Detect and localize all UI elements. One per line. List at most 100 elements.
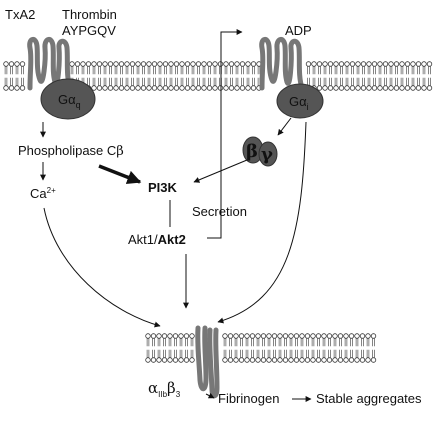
lipid-head bbox=[173, 85, 180, 91]
lipid-tail bbox=[213, 66, 217, 75]
lipid-tail bbox=[329, 77, 332, 86]
lipid-head bbox=[245, 61, 251, 67]
lipid-head bbox=[146, 85, 152, 91]
lipid-tail bbox=[300, 349, 304, 358]
lipid-head bbox=[145, 357, 151, 363]
lipid-head bbox=[244, 333, 250, 339]
lipid-head bbox=[355, 61, 361, 67]
lipid-head bbox=[310, 333, 316, 339]
integrin-beta-sub: 3 bbox=[176, 390, 181, 399]
lipid-head bbox=[239, 85, 246, 91]
lipid-head bbox=[238, 333, 245, 339]
lipid-head bbox=[377, 85, 383, 91]
lipid-tail bbox=[422, 77, 426, 86]
lipid-head bbox=[124, 61, 130, 67]
lipid-head bbox=[212, 85, 218, 91]
lipid-head bbox=[157, 61, 163, 67]
thrombin-label: Thrombin bbox=[62, 7, 117, 22]
lipid-tail bbox=[21, 77, 24, 86]
lipid-head bbox=[227, 333, 234, 339]
lipid-head bbox=[415, 85, 422, 91]
lipid-head bbox=[321, 333, 327, 339]
gi-receptor-icon bbox=[259, 37, 305, 91]
lipid-head bbox=[124, 85, 130, 91]
lipid-head bbox=[227, 357, 234, 363]
lipid-tail bbox=[361, 338, 364, 347]
gamma-subunit-icon bbox=[258, 141, 278, 167]
lipid-tail bbox=[136, 66, 140, 75]
lipid-tail bbox=[103, 77, 107, 86]
lipid-tail bbox=[334, 66, 338, 75]
lipid-tail bbox=[109, 66, 112, 75]
lipid-head bbox=[310, 357, 316, 363]
fibrinogen-label: Fibrinogen bbox=[218, 391, 279, 406]
lipid-head bbox=[282, 357, 289, 363]
lipid-head bbox=[195, 85, 202, 91]
lipid-tail bbox=[142, 66, 145, 75]
lipid-tail bbox=[190, 338, 194, 347]
lipid-tail bbox=[378, 66, 382, 75]
lipid-tail bbox=[367, 66, 371, 75]
lipid-head bbox=[172, 357, 179, 363]
lipid-head bbox=[223, 85, 229, 91]
lipid-head bbox=[421, 85, 427, 91]
lipid-head bbox=[151, 61, 158, 67]
lipid-tail bbox=[98, 77, 101, 86]
lipid-tail bbox=[186, 77, 189, 86]
arrow-plc-to-pi3k bbox=[98, 164, 142, 184]
lipid-tail bbox=[224, 66, 228, 75]
lipid-head bbox=[321, 357, 327, 363]
lipid-head bbox=[255, 333, 261, 339]
lipid-head bbox=[140, 85, 147, 91]
lipid-head bbox=[299, 333, 305, 339]
lipid-head bbox=[332, 333, 338, 339]
lipid-head bbox=[304, 333, 311, 339]
lipid-head bbox=[360, 85, 367, 91]
lipid-head bbox=[162, 85, 169, 91]
lipid-tail bbox=[300, 338, 304, 347]
lipid-head bbox=[344, 61, 350, 67]
lipid-tail bbox=[351, 77, 354, 86]
lipid-head bbox=[326, 357, 333, 363]
lipid-tail bbox=[229, 338, 232, 347]
lipid-tail bbox=[366, 338, 370, 347]
lipid-tail bbox=[131, 77, 134, 86]
lipid-tail bbox=[175, 77, 178, 86]
gamma-label: γ bbox=[261, 144, 273, 165]
lipid-tail bbox=[234, 349, 238, 358]
lipid-head bbox=[14, 85, 20, 91]
lipid-tail bbox=[103, 66, 107, 75]
lipid-head bbox=[190, 85, 196, 91]
lipid-tail bbox=[350, 349, 353, 358]
gq-receptor-icon bbox=[27, 37, 73, 91]
lipid-head bbox=[266, 357, 272, 363]
phospholipase-text: Phospholipase C bbox=[18, 143, 116, 158]
lipid-tail bbox=[147, 77, 151, 86]
lipid-tail bbox=[241, 66, 244, 75]
lipid-tail bbox=[356, 66, 360, 75]
lipid-head bbox=[184, 85, 191, 91]
lipid-tail bbox=[395, 66, 398, 75]
lipid-tail bbox=[361, 349, 364, 358]
lipid-head bbox=[410, 85, 416, 91]
lipid-head bbox=[266, 333, 272, 339]
lipid-head bbox=[343, 357, 349, 363]
lipid-tail bbox=[245, 338, 249, 347]
lipid-head bbox=[178, 357, 184, 363]
lipid-tail bbox=[312, 77, 316, 86]
lipid-head bbox=[146, 61, 152, 67]
lipid-tail bbox=[246, 66, 250, 75]
lipid-tail bbox=[169, 66, 173, 75]
lipid-tail bbox=[223, 338, 227, 347]
lipid-head bbox=[348, 333, 355, 339]
lipid-head bbox=[222, 357, 228, 363]
lipid-tail bbox=[312, 66, 316, 75]
lipid-tail bbox=[142, 77, 145, 86]
lipid-tail bbox=[356, 77, 360, 86]
lipid-tail bbox=[157, 338, 161, 347]
lipid-head bbox=[249, 357, 256, 363]
lipid-tail bbox=[87, 77, 90, 86]
lipid-head bbox=[250, 61, 257, 67]
lipid-head bbox=[354, 333, 360, 339]
lipid-head bbox=[393, 85, 400, 91]
